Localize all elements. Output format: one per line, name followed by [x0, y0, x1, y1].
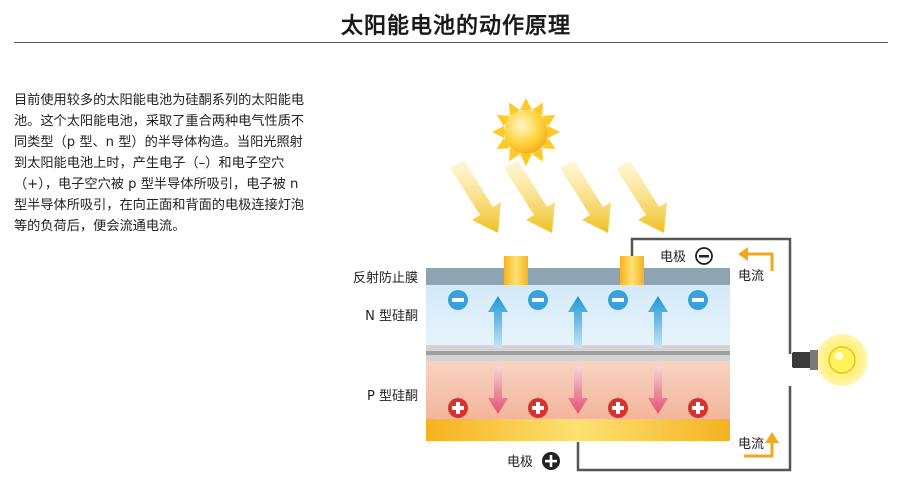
anti-reflection-label: 反射防止膜 — [353, 270, 418, 286]
n-type-label: N 型硅酮 — [365, 309, 418, 324]
anti-reflection-film — [426, 268, 730, 285]
hole-icon — [608, 398, 628, 418]
title-divider — [14, 42, 888, 43]
hole-drift-arrow — [648, 366, 668, 414]
hole-icon — [528, 398, 548, 418]
hole-drift-arrow — [488, 366, 508, 414]
circuit-wire — [576, 237, 792, 472]
current-label-top: 电流 — [738, 269, 764, 284]
electron-icon — [608, 290, 628, 310]
current-arrow-top — [738, 247, 774, 271]
electron-drift-arrow — [488, 296, 508, 348]
hole-icon — [688, 398, 708, 418]
hole-icon — [448, 398, 468, 418]
electron-icon — [688, 290, 708, 310]
top-electrode-label: 电极 — [660, 250, 686, 265]
hole-drift-arrow — [568, 366, 588, 414]
sunlight-ray-arrow — [560, 160, 611, 233]
electron-icon — [448, 290, 468, 310]
top-electrode — [504, 256, 528, 286]
minus-terminal-icon — [695, 247, 713, 265]
p-type-label: P 型硅酮 — [367, 389, 418, 404]
electron-icon — [528, 290, 548, 310]
light-bulb-icon — [792, 334, 868, 386]
electron-drift-arrow — [568, 296, 588, 348]
sun-icon — [492, 98, 560, 166]
plus-terminal-icon — [542, 452, 560, 470]
electron-drift-arrow — [648, 296, 668, 348]
description-paragraph: 目前使用较多的太阳能电池为硅酮系列的太阳能电池。这个太阳能电池，采取了重合两种电… — [14, 93, 305, 234]
page-title: 太阳能电池的动作原理 — [340, 14, 571, 39]
sunlight-ray-arrow — [616, 160, 667, 233]
junction-line — [426, 351, 730, 355]
top-electrode — [620, 256, 644, 286]
bottom-electrode-label: 电极 — [507, 455, 533, 470]
current-label-bottom: 电流 — [738, 437, 764, 452]
solar-cell-diagram: 反射防止膜 N 型硅酮 P 型硅酮 电极 电极 电流 电流 — [353, 98, 868, 472]
current-arrow-bottom — [744, 432, 779, 458]
bottom-electrode — [426, 419, 730, 441]
sunlight-ray-arrow — [504, 160, 555, 233]
sunlight-ray-arrow — [450, 160, 501, 233]
